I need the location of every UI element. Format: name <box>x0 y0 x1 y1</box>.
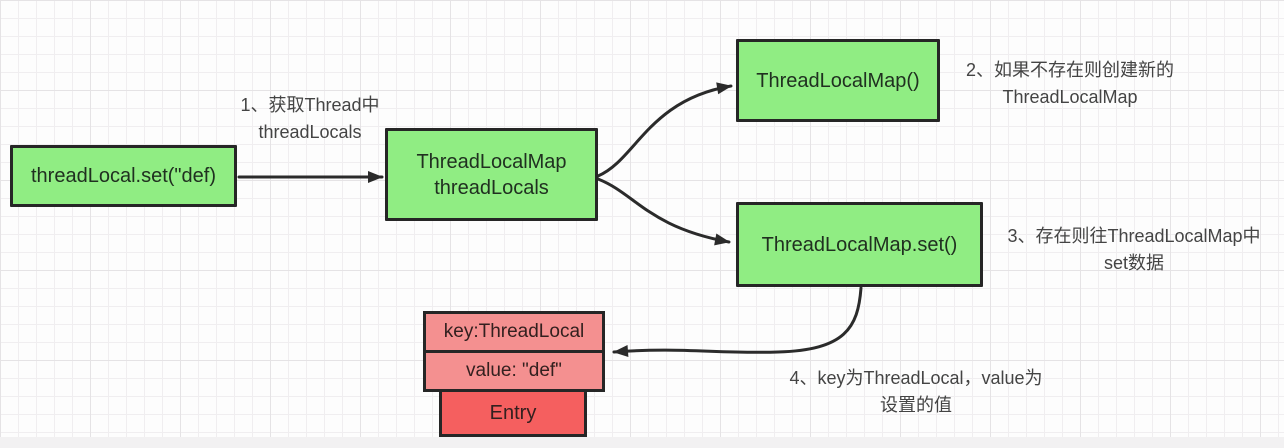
entry-value-cell: value: "def" <box>466 360 562 381</box>
node-threadlocal-set-call: threadLocal.set("def) <box>10 145 237 207</box>
annotation-line2: 设置的值 <box>880 395 952 415</box>
entry-key-cell: key:ThreadLocal <box>426 314 602 353</box>
node-label: threadLocal.set("def) <box>31 165 216 187</box>
node-label: ThreadLocalMap.set() <box>761 233 958 256</box>
annotation-line2: set数据 <box>1103 253 1164 273</box>
node-label-line1: ThreadLocalMap <box>416 150 567 173</box>
arrow-set-to-entry <box>612 286 863 357</box>
node-label: ThreadLocalMap() <box>756 69 920 92</box>
annotation-line2: threadLocals <box>258 122 362 142</box>
annotation-line1: 4、key为ThreadLocal，value为 <box>789 368 1043 388</box>
entry-label-box: Entry <box>439 389 587 437</box>
annotation-step1: 1、获取Thread中 threadLocals <box>210 92 410 146</box>
annotation-line1: 2、如果不存在则创建新的 <box>965 60 1174 80</box>
node-threadlocalmap-constructor: ThreadLocalMap() <box>736 39 940 122</box>
node-threadlocalmap-threadlocals: ThreadLocalMap threadLocals <box>385 128 598 221</box>
annotation-line1: 3、存在则往ThreadLocalMap中 <box>1007 226 1261 246</box>
node-threadlocalmap-set: ThreadLocalMap.set() <box>736 202 983 287</box>
annotation-line1: 1、获取Thread中 <box>240 95 380 115</box>
arrow-map-to-create <box>596 82 733 178</box>
entry-key-value-box: key:ThreadLocal value: "def" <box>423 311 605 392</box>
node-label-line2: threadLocals <box>434 176 549 199</box>
annotation-step3: 3、存在则往ThreadLocalMap中 set数据 <box>983 223 1284 277</box>
entry-label: Entry <box>489 401 537 424</box>
annotation-step2: 2、如果不存在则创建新的 ThreadLocalMap <box>945 57 1195 111</box>
bottom-gray-bar <box>0 437 1284 448</box>
annotation-step4: 4、key为ThreadLocal，value为 设置的值 <box>755 365 1077 419</box>
arrow-map-to-set <box>596 177 731 246</box>
annotation-line2: ThreadLocalMap <box>1002 87 1138 107</box>
